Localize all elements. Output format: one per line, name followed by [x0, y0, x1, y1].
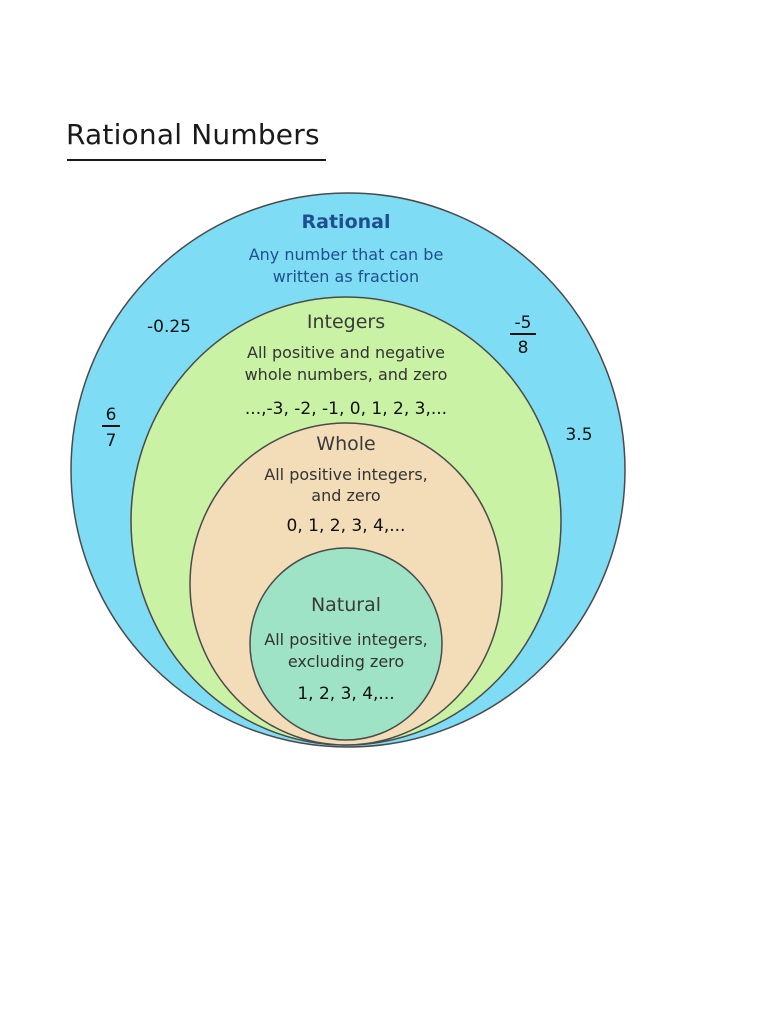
integers-description-line1: All positive and negative — [247, 343, 445, 362]
page-title: Rational Numbers — [66, 118, 320, 151]
natural-description-line1: All positive integers, — [264, 630, 427, 649]
rational-example-negative-decimal: -0.25 — [147, 317, 191, 337]
integers-title: Integers — [307, 311, 385, 333]
whole-description-line2: and zero — [311, 486, 380, 505]
fraction-denominator: 7 — [106, 431, 117, 451]
rational-description-line1: Any number that can be — [249, 245, 444, 264]
natural-title: Natural — [311, 594, 381, 616]
rational-description-line2: written as fraction — [273, 267, 419, 286]
rational-example-fraction: 6 7 — [102, 405, 120, 451]
integers-examples: ...,-3, -2, -1, 0, 1, 2, 3,... — [245, 399, 447, 419]
integers-description-line2: whole numbers, and zero — [245, 365, 448, 384]
fraction-numerator: 6 — [106, 405, 117, 425]
rational-example-fraction-negative: -5 8 — [510, 313, 536, 358]
natural-description-line2: excluding zero — [288, 652, 404, 671]
natural-examples: 1, 2, 3, 4,... — [297, 684, 394, 704]
fraction-negative-denominator: 8 — [518, 338, 529, 358]
rational-example-positive-decimal: 3.5 — [565, 425, 592, 445]
whole-examples: 0, 1, 2, 3, 4,... — [287, 516, 406, 536]
fraction-negative-numerator: -5 — [515, 313, 532, 333]
whole-description-line1: All positive integers, — [264, 465, 427, 484]
title-underline — [67, 159, 326, 161]
natural-set-circle — [249, 547, 443, 741]
rational-title: Rational — [302, 211, 391, 233]
whole-title: Whole — [316, 433, 375, 455]
